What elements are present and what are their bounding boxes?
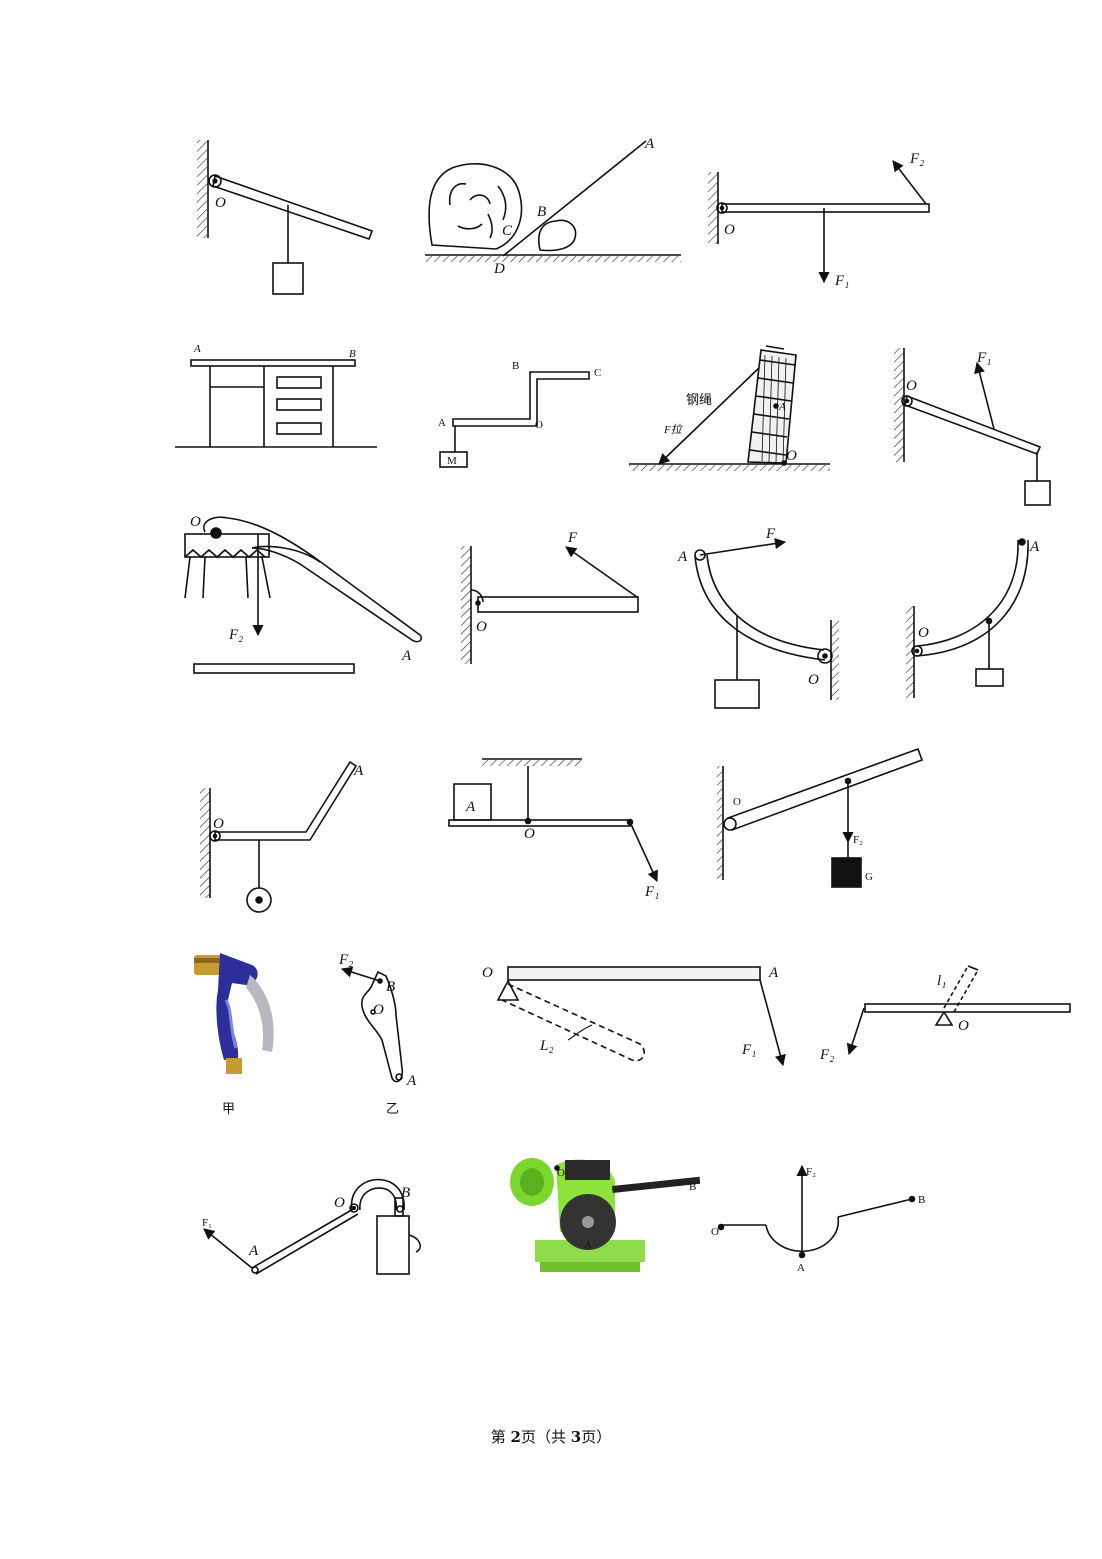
label-d19-a: A <box>248 1243 259 1259</box>
label-d18-o: O <box>958 1018 969 1034</box>
diagram-lever-yi <box>340 966 404 1083</box>
label-d17-l2: L₂ <box>539 1038 554 1054</box>
label-d9-f: F <box>567 530 578 546</box>
label-d18-f2: F₂ <box>819 1047 834 1063</box>
label-d5-b: B <box>512 360 519 372</box>
label-d20-b: B <box>689 1181 696 1193</box>
label-d16-a: A <box>406 1073 417 1089</box>
diagram-cutting-machine <box>510 1158 701 1272</box>
label-d6-o: O <box>786 448 797 464</box>
diagram-crowbar-rock <box>425 140 681 262</box>
diagram-curved-lever-f2 <box>717 1164 916 1259</box>
label-d8-f2: F₂ <box>228 627 243 643</box>
label-d6-f: F拉 <box>663 423 684 436</box>
diagram-suspended-plank <box>448 758 658 883</box>
label-d2-a: A <box>644 136 655 152</box>
diagram-rod-f1-f2 <box>708 160 930 284</box>
label-d21-o: O <box>711 1226 719 1238</box>
label-d11-a: A <box>1029 539 1040 555</box>
label-d6-a: A <box>778 401 786 413</box>
diagram-spray-gun <box>194 953 274 1074</box>
label-d7-o: O <box>906 378 917 394</box>
label-d13-f1: F₁ <box>644 884 659 900</box>
label-d16-b: B <box>386 979 395 995</box>
diagram-wall-rod-force-f <box>461 546 639 664</box>
label-d12-o: O <box>213 816 224 832</box>
label-d5-a: A <box>438 417 446 429</box>
diagram-leaning-tower <box>629 345 830 471</box>
label-d17-f1: F₁ <box>741 1042 756 1058</box>
footer-prefix: 第 <box>490 1428 511 1446</box>
label-d5-m: M <box>447 455 457 467</box>
page-footer: 第 2页（共 3页） <box>0 1426 1102 1447</box>
label-d19-b: B <box>401 1185 410 1201</box>
footer-total-pages: 3 <box>570 1428 582 1446</box>
footer-middle: 页（共 <box>520 1428 571 1446</box>
label-d14-o: O <box>733 796 741 808</box>
label-d19-f1: F₁ <box>202 1217 212 1229</box>
diagram-curved-arm-left <box>906 538 1029 698</box>
footer-page-number: 2 <box>510 1428 521 1446</box>
label-d5-c: C <box>594 367 601 379</box>
label-d16-yi: 乙 <box>386 1102 399 1117</box>
diagram-seesaw-l1 <box>846 965 1071 1056</box>
figure-labels: O A B C D O F₁ F₂ A B A B C O M 钢绳 F拉 A … <box>190 136 1040 1274</box>
label-d20-a: A <box>584 1239 592 1251</box>
label-d3-o: O <box>724 222 735 238</box>
label-d14-g: G <box>865 871 873 883</box>
label-d2-d: D <box>493 261 505 277</box>
diagram-z-lever <box>439 371 590 468</box>
label-d4-a: A <box>193 343 201 355</box>
label-d19-o: O <box>334 1195 345 1211</box>
diagram-slanted-rod-weight <box>717 747 924 888</box>
label-d10-f: F <box>765 526 776 542</box>
label-d15-jia: 甲 <box>222 1102 235 1117</box>
label-d7-f1: F₁ <box>976 350 991 366</box>
label-d9-o: O <box>476 619 487 635</box>
label-d10-a: A <box>677 549 688 565</box>
label-d2-b: B <box>537 204 546 220</box>
diagram-wall-rod-weight <box>197 140 374 295</box>
diagram-desk <box>175 359 377 448</box>
label-d4-b: B <box>349 348 356 360</box>
label-d11-o: O <box>918 625 929 641</box>
label-d17-o: O <box>482 965 493 981</box>
label-d21-f2: F₂ <box>806 1166 816 1178</box>
footer-suffix: 页） <box>581 1428 612 1446</box>
label-d2-c: C <box>502 223 513 239</box>
label-d1-o: O <box>215 195 226 211</box>
label-d13-o: O <box>524 826 535 842</box>
label-d5-o: O <box>535 419 543 431</box>
label-d20-o: O <box>557 1167 565 1179</box>
diagram-pump-handle <box>203 1178 421 1275</box>
label-d16-o: O <box>373 1002 384 1018</box>
diagram-bent-lever-pulley <box>200 760 358 913</box>
label-d13-a: A <box>465 799 476 815</box>
label-d17-a: A <box>768 965 779 981</box>
diagram-curved-arm-right <box>694 537 839 709</box>
label-d10-o: O <box>808 672 819 688</box>
label-d18-l1: l₁ <box>937 973 946 989</box>
label-d16-f2: F₂ <box>338 952 353 968</box>
diagram-pliers <box>184 516 423 674</box>
label-d12-a: A <box>353 763 364 779</box>
diagram-wall-rod-f1 <box>894 348 1051 506</box>
label-d14-f2: F₂ <box>853 834 863 846</box>
label-d3-f1: F₁ <box>834 273 849 289</box>
label-d6-rope: 钢绳 <box>686 393 712 408</box>
label-d21-a: A <box>797 1262 805 1274</box>
label-d21-b: B <box>918 1194 925 1206</box>
diagram-cutting-machine-pivot <box>554 1165 560 1171</box>
label-d8-o: O <box>190 514 201 530</box>
diagram-bar-l2 <box>496 966 786 1067</box>
label-d8-a: A <box>401 648 412 664</box>
label-d3-f2: F₂ <box>909 151 924 167</box>
